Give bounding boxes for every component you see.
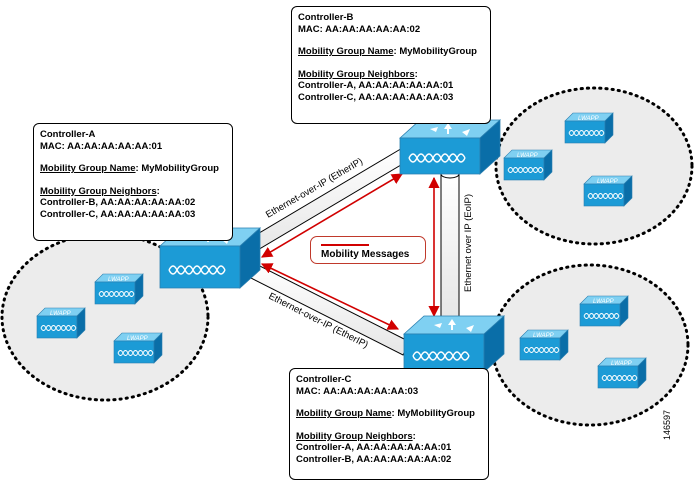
access-point-a-2: LWAPP: [36, 307, 86, 339]
tunnel-b-c: [440, 169, 460, 319]
neighbor-item: Controller-A, AA:AA:AA:AA:AA:01: [296, 442, 452, 453]
mac-label: MAC:: [298, 23, 323, 35]
access-point-b-3: LWAPP: [583, 175, 633, 207]
access-point-b-1: LWAPP: [564, 112, 614, 144]
neighbors-row: Mobility Group Neighbors:: [296, 430, 416, 442]
ap-cloud-b: [494, 86, 694, 246]
tunnel-a-c: [243, 261, 411, 356]
access-point-label: LWAPP: [593, 299, 614, 305]
controller-b-info: Controller-B MAC: AA:AA:AA:AA:AA:02 Mobi…: [291, 6, 491, 124]
neighbor-item: Controller-B, AA:AA:AA:AA:AA:02: [296, 453, 452, 465]
arrow-a-c: [260, 263, 400, 330]
mac-value: AA:AA:AA:AA:AA:01: [67, 140, 163, 152]
access-point-label: LWAPP: [127, 336, 148, 342]
wlan-controller-icon: [402, 315, 506, 373]
controller-name: Controller-B: [298, 12, 354, 23]
mac-row: MAC: AA:AA:AA:AA:AA:01: [40, 141, 226, 153]
group-label: Mobility Group Name: [298, 46, 394, 57]
neighbor-item: Controller-B, AA:AA:AA:AA:AA:02: [40, 197, 196, 208]
controller-name: Controller-A: [40, 129, 96, 140]
access-point-c-2: LWAPP: [519, 329, 569, 361]
access-point-label: LWAPP: [50, 311, 71, 317]
access-point-label: LWAPP: [578, 116, 599, 122]
group-row: Mobility Group Name: MyMobilityGroup: [298, 46, 477, 57]
legend-swatch: [321, 244, 369, 246]
access-point-label: LWAPP: [517, 153, 538, 159]
legend: Mobility Messages: [310, 236, 426, 264]
neighbor-item: Controller-C, AA:AA:AA:AA:AA:03: [298, 91, 454, 103]
mac-label: MAC:: [296, 385, 321, 397]
mac-label: MAC:: [40, 140, 65, 152]
group-label: Mobility Group Name: [296, 408, 392, 419]
mobility-message-arrows: [260, 173, 440, 330]
access-point-a-3: LWAPP: [113, 332, 163, 364]
group-row: Mobility Group Name: MyMobilityGroup: [296, 408, 475, 419]
mac-row: MAC: AA:AA:AA:AA:AA:02: [298, 24, 484, 36]
neighbors-label: Mobility Group Neighbors: [40, 185, 157, 197]
mac-row: MAC: AA:AA:AA:AA:AA:03: [296, 386, 482, 398]
access-point-a-1: LWAPP: [94, 273, 144, 305]
arrow-a-b: [261, 173, 403, 258]
group-value: MyMobilityGroup: [141, 163, 219, 174]
neighbor-item: Controller-A, AA:AA:AA:AA:AA:01: [298, 80, 454, 91]
figure-number: 146597: [662, 409, 672, 440]
access-point-label: LWAPP: [108, 277, 129, 283]
controller-name: Controller-C: [296, 374, 352, 385]
neighbors-row: Mobility Group Neighbors:: [298, 68, 418, 80]
wlan-controller-icon: [398, 119, 502, 175]
access-point-label: LWAPP: [533, 333, 554, 339]
mac-value: AA:AA:AA:AA:AA:02: [325, 23, 421, 35]
group-label: Mobility Group Name: [40, 163, 136, 174]
controller-c-info: Controller-C MAC: AA:AA:AA:AA:AA:03 Mobi…: [289, 368, 489, 480]
neighbors-label: Mobility Group Neighbors: [296, 430, 413, 442]
access-point-c-3: LWAPP: [597, 357, 647, 389]
access-point-label: LWAPP: [597, 179, 618, 185]
access-point-label: LWAPP: [611, 361, 632, 367]
controller-a-info: Controller-A MAC: AA:AA:AA:AA:AA:01 Mobi…: [33, 123, 233, 241]
neighbors-label: Mobility Group Neighbors: [298, 68, 415, 80]
access-point-b-2: LWAPP: [503, 149, 553, 181]
neighbors-row: Mobility Group Neighbors:: [40, 185, 160, 197]
group-row: Mobility Group Name: MyMobilityGroup: [40, 163, 219, 174]
neighbor-item: Controller-C, AA:AA:AA:AA:AA:03: [40, 208, 196, 220]
group-value: MyMobilityGroup: [399, 46, 477, 57]
controller-b: [398, 119, 502, 175]
legend-label: Mobility Messages: [321, 249, 410, 260]
mac-value: AA:AA:AA:AA:AA:03: [323, 385, 419, 397]
group-value: MyMobilityGroup: [397, 408, 475, 419]
controller-c: [402, 315, 506, 373]
tunnel-label-b-c: Ethernet over IP (EoIP): [463, 194, 474, 292]
access-point-c-1: LWAPP: [579, 295, 629, 327]
